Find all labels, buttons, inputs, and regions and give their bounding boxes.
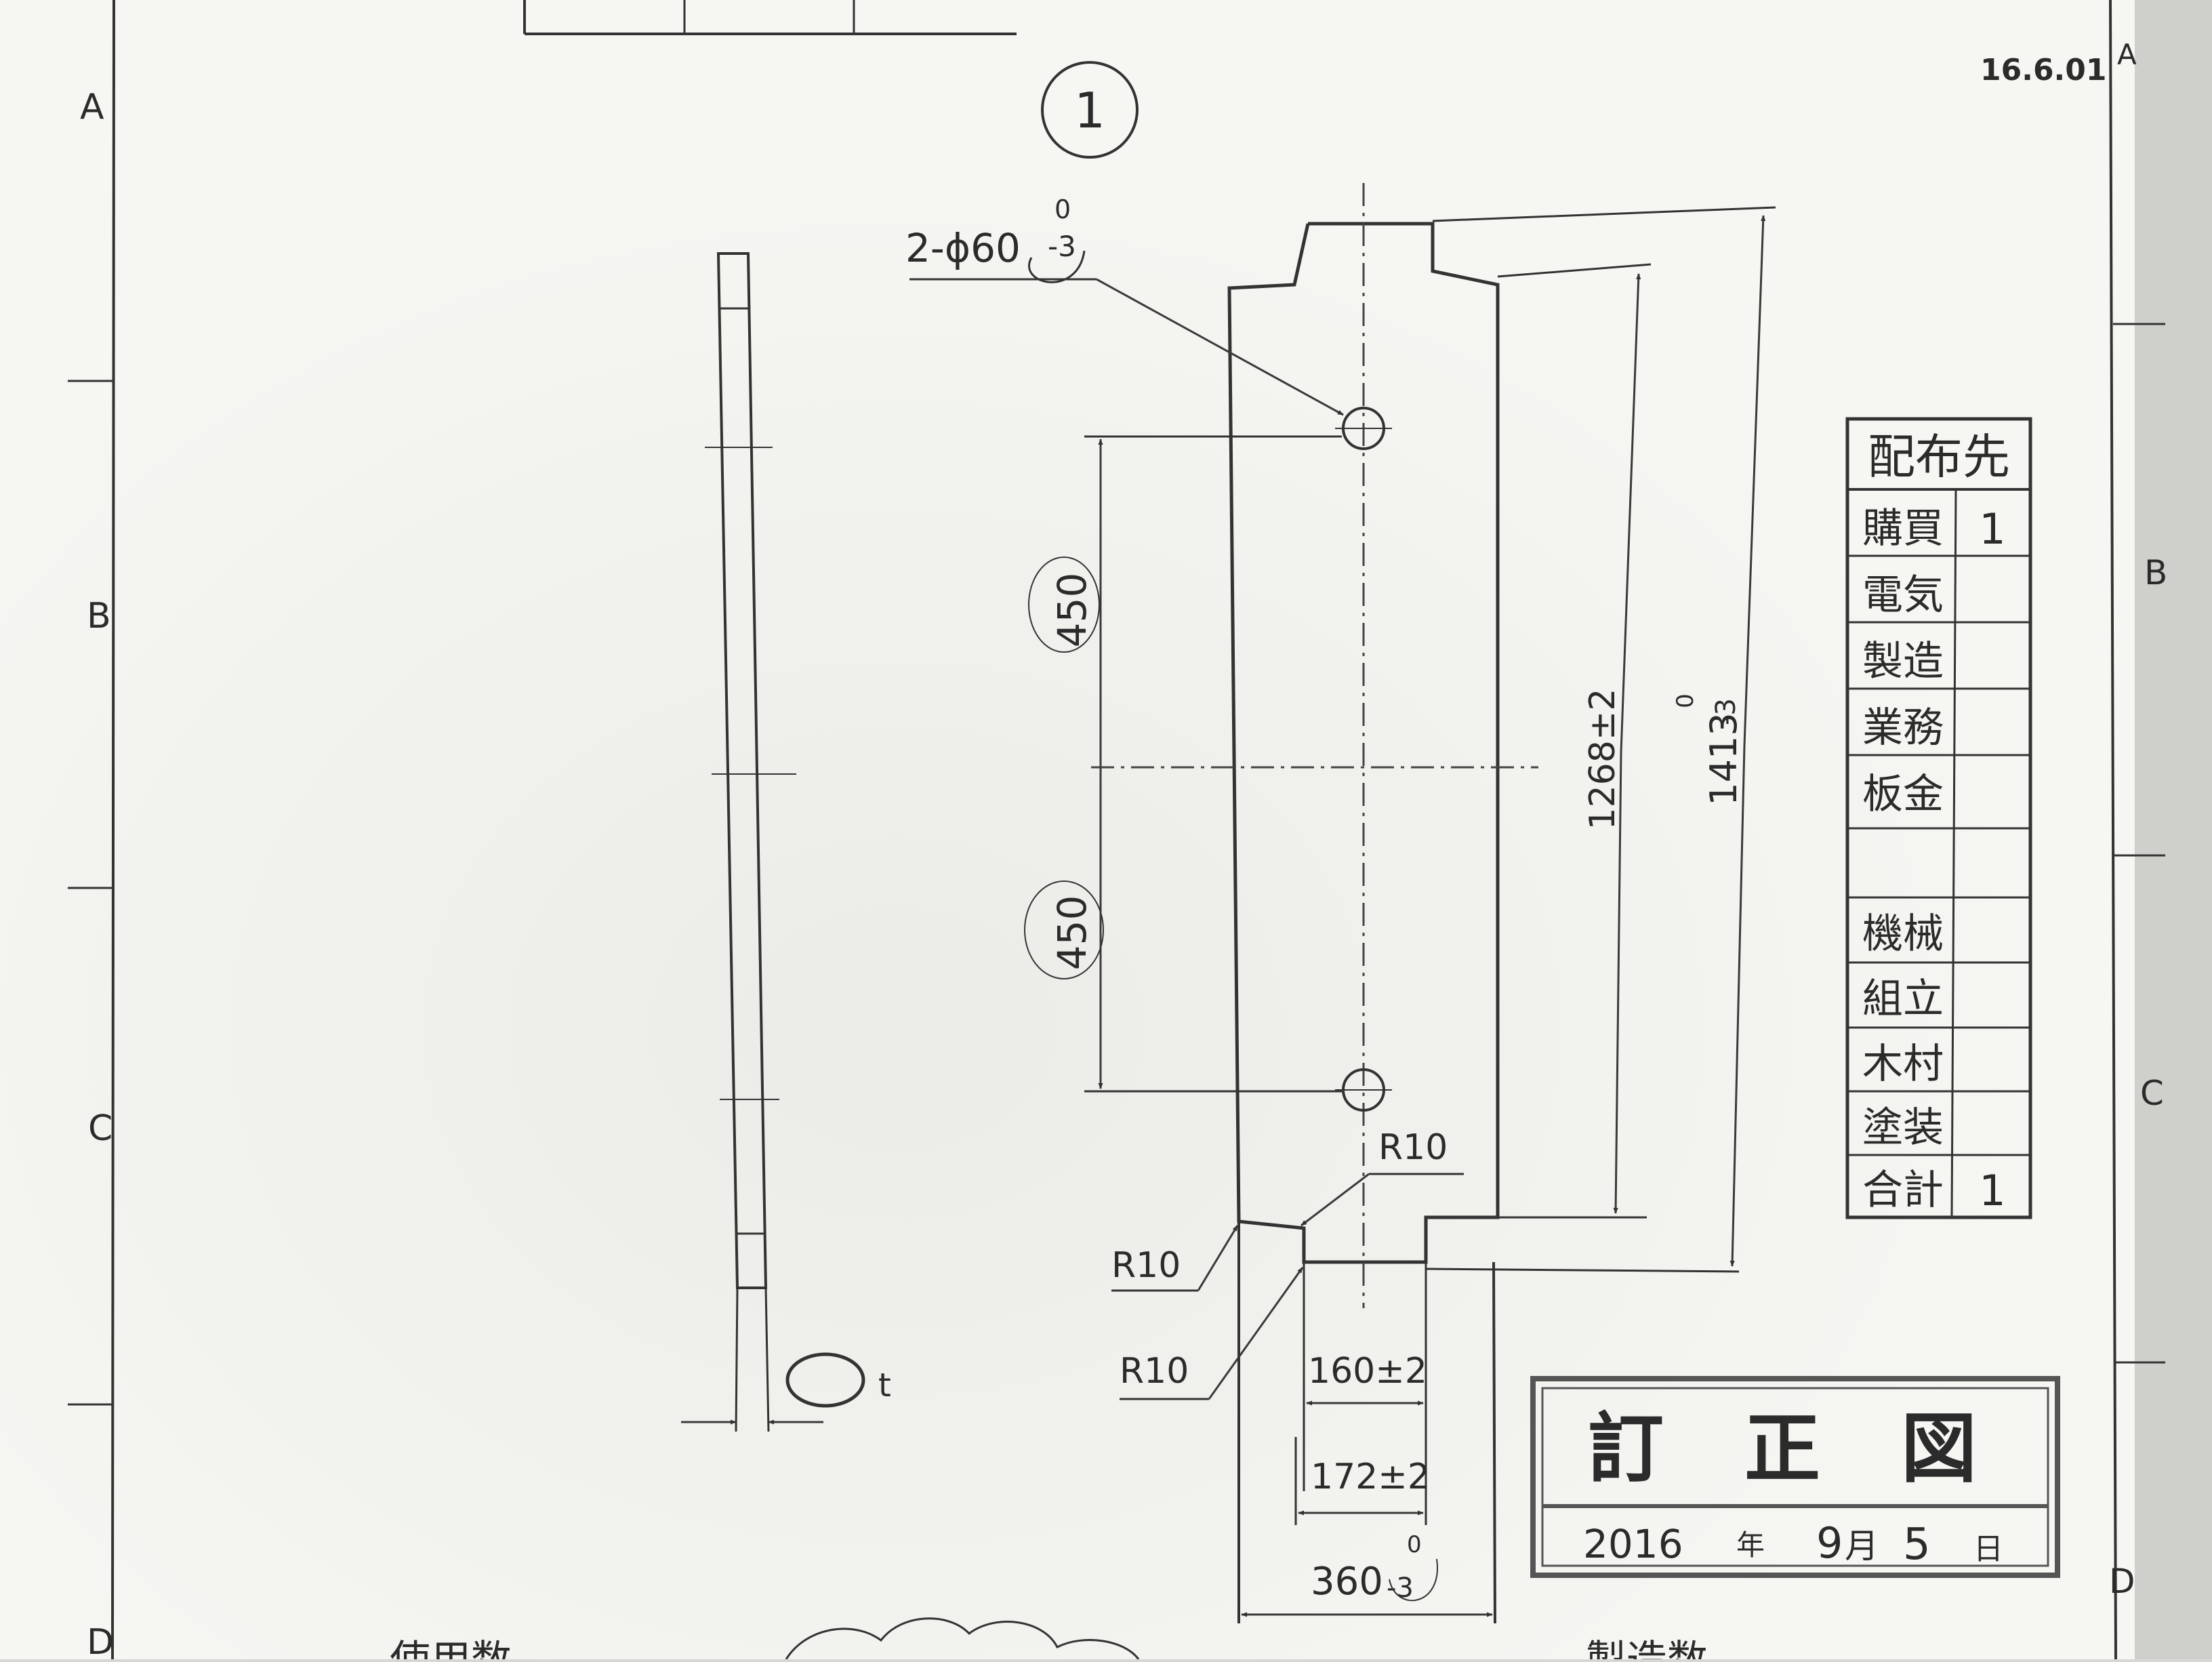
overall-height-tol-upper: 0 [1672, 693, 1699, 708]
stamp-year-unit: 年 [1736, 1528, 1765, 1562]
inspection-circle-upper [1028, 556, 1100, 653]
part-number: 1 [1074, 82, 1105, 139]
bottom-fragment: 使用数 製造数 [390, 1617, 1708, 1662]
stamp-day: 5 [1903, 1520, 1931, 1570]
plate-outline [1227, 222, 1500, 1624]
part-number-balloon: 1 [1041, 61, 1139, 159]
mounting-hole-lower [1335, 1068, 1392, 1112]
distribution-row: 購買 1 [1847, 504, 2030, 557]
inspection-circle-lower [1024, 880, 1104, 979]
stamp-month-unit: 月 [1845, 1526, 1879, 1566]
mounting-hole-upper [1335, 407, 1392, 450]
distribution-dept: 機械 [1862, 910, 1944, 958]
overall-width-tol-upper: 0 [1407, 1531, 1422, 1558]
zone-label-b-left: B [87, 596, 111, 636]
distribution-table: 配布先 購買 1 電気 製造 業務 板金 [1845, 417, 2032, 1219]
zone-label-d-right: D [2109, 1562, 2135, 1601]
width-dimensions: 160±2 172±2 360 0 -3 [1241, 1351, 1493, 1617]
paper-sheet [0, 0, 2135, 1659]
distribution-row: 合計 1 [1862, 1166, 2006, 1215]
distribution-dept: 購買 [1862, 505, 1944, 552]
radius-3-text: R10 [1120, 1351, 1189, 1392]
border-frame [68, 0, 2165, 1660]
hole-callout: 2-ϕ60 0 -3 [905, 195, 1344, 416]
inner-height-text: 1268±2 [1582, 689, 1623, 830]
zone-label-d-left: D [87, 1622, 114, 1659]
distribution-table-title: 配布先 [1868, 429, 2010, 485]
desk-background [2135, 0, 2212, 1659]
stamp-month: 9 [1816, 1518, 1843, 1568]
inspection-mark-width [1389, 1558, 1438, 1602]
distribution-row: 塗装 [1847, 1104, 2030, 1156]
hole-callout-text: 2-ϕ60 [905, 225, 1021, 271]
height-dimensions: 1268±2 1413 0 -3 [1425, 206, 1776, 1273]
inspection-mark [1028, 250, 1086, 283]
distribution-row: 電気 [1847, 571, 2030, 624]
distribution-row: 板金 [1847, 771, 2030, 830]
overall-height-tol-lower: -3 [1711, 698, 1742, 725]
pitch-upper-text: 450 [1049, 573, 1095, 648]
top-table-fragment [523, 0, 1017, 35]
distribution-dept: 板金 [1862, 771, 1944, 818]
footer-left-text: 使用数 [390, 1637, 512, 1659]
distribution-dept: 業務 [1862, 704, 1944, 752]
stamp-day-unit: 日 [1973, 1532, 2003, 1566]
correction-stamp: 訂 正 図 2016 年 9 月 5 日 [1530, 1376, 2060, 1578]
radius-2-text: R10 [1111, 1245, 1181, 1286]
overall-width-text: 360 [1311, 1560, 1383, 1604]
zone-label-a-right: A [2117, 38, 2137, 71]
tab-width-2-text: 172±2 [1311, 1457, 1430, 1497]
stamp-year: 2016 [1583, 1521, 1683, 1567]
pitch-lower-text: 450 [1049, 895, 1095, 971]
hole-tol-lower: -3 [1048, 230, 1076, 263]
zone-label-a-left: A [80, 87, 104, 127]
thickness-mark: t [785, 1352, 891, 1408]
distribution-row: 組立 [1847, 975, 2030, 1029]
hole-pitch-dimensions: 450 450 [1024, 435, 1342, 1093]
distribution-row: 業務 [1847, 704, 2030, 756]
distribution-dept: 製造 [1862, 638, 1944, 685]
overall-height-text: 1413 [1702, 712, 1745, 805]
thickness-label: t [878, 1366, 891, 1404]
tab-width-1-text: 160±2 [1308, 1351, 1427, 1392]
distribution-dept: 組立 [1862, 975, 1944, 1023]
footer-right-text: 製造数 [1586, 1637, 1708, 1659]
radius-1-text: R10 [1378, 1127, 1448, 1168]
date-code: 16.6.01 [1980, 53, 2107, 87]
distribution-row: 機械 [1847, 910, 2030, 964]
distribution-row: 木村 [1847, 1040, 2030, 1093]
radius-callouts: R10 R10 R10 [1111, 1127, 1464, 1400]
distribution-row: 製造 [1847, 638, 2030, 690]
distribution-count: 1 [1979, 504, 2005, 554]
stamp-title: 訂 正 図 [1588, 1405, 2004, 1493]
zone-label-c-left: C [88, 1108, 112, 1149]
zone-label-b-right: B [2144, 553, 2167, 592]
distribution-dept: 塗装 [1862, 1104, 1944, 1152]
distribution-count: 1 [1979, 1166, 2005, 1215]
zone-label-c-right: C [2140, 1074, 2164, 1113]
side-view [681, 252, 823, 1432]
cloud-mark [785, 1617, 1140, 1660]
distribution-dept: 合計 [1862, 1167, 1944, 1214]
hole-tol-upper: 0 [1054, 195, 1071, 224]
overall-width-tol-lower: -3 [1387, 1573, 1414, 1604]
distribution-dept: 木村 [1862, 1040, 1944, 1088]
distribution-dept: 電気 [1862, 571, 1944, 619]
